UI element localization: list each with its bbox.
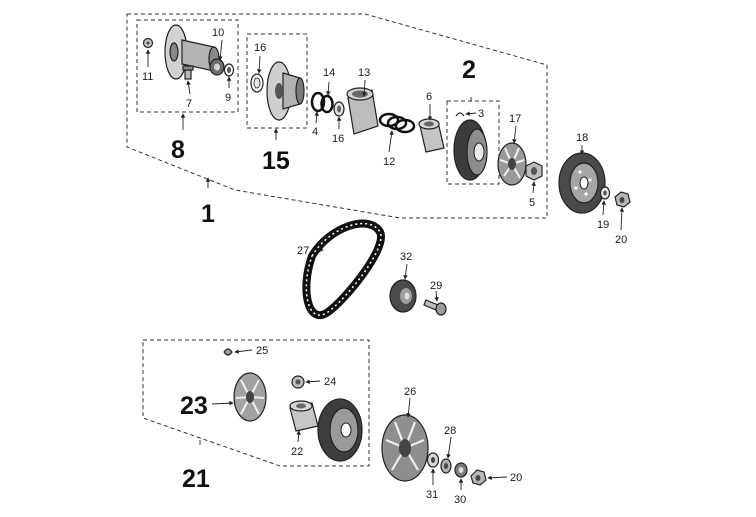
washer-31 bbox=[426, 452, 440, 468]
group-2-box bbox=[446, 100, 500, 185]
washer-19 bbox=[599, 186, 611, 200]
fan-17 bbox=[497, 142, 527, 186]
pin-7 bbox=[182, 65, 194, 80]
part-label-4: 4 bbox=[312, 126, 318, 138]
group-label-2: 2 bbox=[462, 56, 476, 84]
leader-lines bbox=[145, 39, 625, 490]
part-label-10: 10 bbox=[212, 27, 224, 39]
part-label-13: 13 bbox=[358, 67, 370, 79]
part-label-9: 9 bbox=[225, 92, 231, 104]
part-label-32: 32 bbox=[400, 251, 412, 263]
part-label-7: 7 bbox=[186, 98, 192, 110]
drive-pulley bbox=[317, 398, 363, 462]
part-label-12: 12 bbox=[383, 156, 395, 168]
part-label-25: 25 bbox=[256, 345, 268, 357]
part-label-17: 17 bbox=[509, 113, 521, 125]
clip-25 bbox=[223, 348, 233, 356]
part-label-14: 14 bbox=[323, 67, 335, 79]
part-label-26: 26 bbox=[404, 386, 416, 398]
part-label-11: 11 bbox=[142, 71, 153, 83]
part-label-18: 18 bbox=[576, 132, 588, 144]
part-label-28: 28 bbox=[444, 425, 456, 437]
group-label-1: 1 bbox=[201, 200, 215, 228]
spring-12 bbox=[378, 112, 416, 134]
washer-30 bbox=[454, 462, 468, 478]
part-label-30: 30 bbox=[454, 494, 466, 506]
part-label-20-lower: 20 bbox=[510, 472, 522, 484]
bearing-10 bbox=[209, 58, 225, 76]
seal-9 bbox=[223, 63, 235, 77]
group-15-box bbox=[246, 33, 308, 129]
group-1-outline bbox=[126, 13, 548, 219]
o-ring-14 bbox=[320, 94, 334, 114]
o-ring-4 bbox=[310, 91, 326, 113]
sleeve-22 bbox=[289, 400, 319, 432]
clip-3 bbox=[455, 112, 465, 117]
roller-32 bbox=[389, 279, 417, 313]
group-8-box bbox=[136, 19, 239, 113]
part-label-16-upper: 16 bbox=[254, 42, 266, 54]
washer-28 bbox=[440, 458, 452, 474]
bushing-6 bbox=[418, 118, 445, 153]
roller-24 bbox=[291, 375, 305, 389]
bolt-29 bbox=[423, 299, 447, 316]
nut-20-lower bbox=[470, 469, 487, 486]
part-label-5: 5 bbox=[529, 197, 535, 209]
driven-face-15 bbox=[266, 61, 305, 121]
part-label-16-lower: 16 bbox=[332, 133, 344, 145]
part-label-22: 22 bbox=[291, 446, 303, 458]
part-label-27: 27 bbox=[297, 245, 309, 257]
group-label-23: 23 bbox=[180, 392, 208, 420]
part-label-3: 3 bbox=[478, 108, 484, 120]
part-label-19: 19 bbox=[597, 219, 609, 231]
part-label-24: 24 bbox=[324, 376, 336, 388]
fan-26 bbox=[381, 414, 429, 482]
clip-11 bbox=[142, 37, 154, 49]
group-label-8: 8 bbox=[171, 136, 185, 164]
clutch-hub-2 bbox=[453, 119, 488, 181]
part-label-31: 31 bbox=[426, 489, 438, 501]
nut-20-upper bbox=[614, 191, 631, 208]
group-label-21: 21 bbox=[182, 465, 210, 493]
part-label-20-upper: 20 bbox=[615, 234, 627, 246]
group-label-15: 15 bbox=[262, 147, 290, 175]
clutch-bell-18 bbox=[558, 152, 606, 214]
drive-belt-27 bbox=[302, 219, 385, 319]
washer-16-upper bbox=[250, 73, 264, 93]
part-label-6: 6 bbox=[426, 91, 432, 103]
movable-face-23 bbox=[233, 372, 267, 422]
collar-13 bbox=[346, 87, 379, 135]
washer-16-lower bbox=[333, 101, 345, 117]
part-label-29: 29 bbox=[430, 280, 442, 292]
nut-5 bbox=[525, 161, 543, 181]
